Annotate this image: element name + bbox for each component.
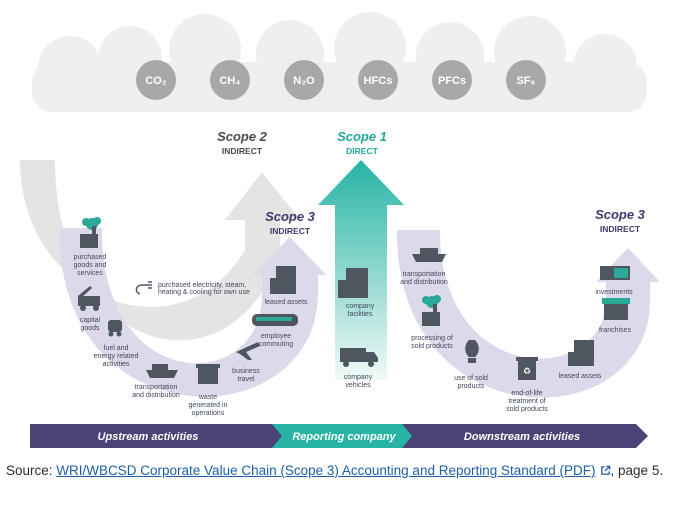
- label-fuel-2: energy related: [94, 353, 139, 360]
- storefront-icon: [602, 298, 630, 320]
- label-down-transport-2: and distribution: [400, 279, 448, 286]
- source-link[interactable]: WRI/WBCSD Corporate Value Chain (Scope 3…: [56, 463, 596, 478]
- ship-downstream-icon: [412, 248, 446, 262]
- company-truck-icon: [340, 348, 378, 367]
- svg-text:CO₂: CO₂: [145, 75, 167, 87]
- label-purchased-goods-3: services: [77, 270, 103, 277]
- scope1-title: Scope 1: [337, 129, 387, 144]
- gas-ch4: CH₄: [210, 60, 250, 100]
- label-up-transport-2: and distribution: [132, 392, 180, 399]
- caption-prefix: Source:: [6, 463, 57, 478]
- dumpster-icon: [196, 364, 220, 384]
- bar-upstream-label: Upstream activities: [98, 431, 199, 443]
- label-eol-3: sold products: [506, 406, 548, 413]
- building-icon: [270, 266, 296, 294]
- svg-text:PFCs: PFCs: [438, 75, 466, 87]
- airplane-icon: [236, 342, 260, 360]
- label-electricity-1: purchased electricity, steam,: [158, 282, 246, 289]
- label-business-travel-2: travel: [237, 376, 255, 383]
- label-fuel-1: fuel and: [104, 345, 129, 352]
- label-waste-3: operations: [192, 410, 225, 417]
- gas-co2: CO₂: [136, 60, 176, 100]
- scope2-title: Scope 2: [217, 129, 268, 144]
- caption-suffix: , page 5.: [610, 463, 664, 478]
- gas-hfcs: HFCs: [358, 60, 398, 100]
- scope1-sub: DIRECT: [346, 146, 378, 156]
- label-franchises: franchises: [599, 327, 631, 334]
- scope3-down-sub: INDIRECT: [600, 224, 641, 234]
- cloud-band: [32, 12, 647, 112]
- label-processing-1: processing of: [411, 335, 453, 342]
- ship-icon: [146, 364, 178, 378]
- label-facilities-1: company: [346, 303, 375, 310]
- factory-downstream-icon: [422, 295, 441, 326]
- fuel-cart-icon: [108, 320, 122, 337]
- gas-circles: CO₂ CH₄ N₂O HFCs PFCs SF₆: [136, 60, 546, 100]
- svg-text:CH₄: CH₄: [219, 75, 240, 87]
- bar-reporting-label: Reporting company: [292, 431, 396, 443]
- source-caption: Source: WRI/WBCSD Corporate Value Chain …: [6, 463, 663, 478]
- label-capital-goods-2: goods: [80, 325, 100, 332]
- label-up-transport-1: transportation: [135, 384, 178, 391]
- truck-crane-icon: [78, 286, 100, 311]
- value-chain-diagram: CO₂ CH₄ N₂O HFCs PFCs SF₆ Scope 2 INDIRE…: [20, 12, 660, 448]
- svg-text:HFCs: HFCs: [364, 75, 393, 87]
- svg-text:♻: ♻: [523, 366, 531, 376]
- svg-text:N₂O: N₂O: [293, 75, 315, 87]
- downstream-loop: [396, 230, 660, 398]
- bar-downstream-label: Downstream activities: [464, 431, 580, 443]
- label-down-transport-1: transportation: [403, 271, 446, 278]
- label-down-leased: leased assets: [559, 373, 602, 380]
- label-processing-2: sold products: [411, 343, 453, 350]
- label-waste-2: generated in: [189, 402, 228, 409]
- money-icon: [600, 266, 630, 280]
- label-eol-2: treatment of: [508, 398, 545, 405]
- external-link-icon[interactable]: [600, 465, 611, 476]
- label-facilities-2: facilities: [348, 311, 373, 318]
- label-electricity-2: heating & cooling for own use: [158, 289, 250, 296]
- label-commuting-2: commuting: [259, 341, 293, 348]
- building-downstream-icon: [568, 340, 594, 366]
- gas-n2o: N₂O: [284, 60, 324, 100]
- company-building-icon: [338, 268, 368, 298]
- label-use-1: use of sold: [454, 375, 488, 382]
- gas-sf6: SF₆: [506, 60, 546, 100]
- scope2-arrow: [20, 160, 300, 341]
- activities-bar: Upstream activities Reporting company Do…: [30, 424, 648, 448]
- label-use-2: products: [458, 383, 485, 390]
- train-icon: [252, 314, 298, 326]
- label-vehicles-1: company: [344, 374, 373, 381]
- label-waste-1: waste: [198, 394, 217, 401]
- lightbulb-icon: [465, 340, 479, 363]
- label-business-travel-1: business: [232, 368, 260, 375]
- gas-pfcs: PFCs: [432, 60, 472, 100]
- recycle-bin-icon: ♻: [516, 357, 538, 380]
- label-purchased-goods-1: purchased: [74, 254, 107, 261]
- label-investments: investments: [595, 289, 633, 296]
- factory-icon: [80, 217, 101, 248]
- scope3-up-sub: INDIRECT: [270, 226, 311, 236]
- label-commuting-1: employee: [261, 333, 291, 340]
- label-vehicles-2: vehicles: [345, 382, 371, 389]
- label-eol-1: end-of-life: [511, 390, 542, 397]
- label-purchased-goods-2: goods and: [74, 262, 107, 269]
- scope3-down-title: Scope 3: [595, 207, 646, 222]
- plug-icon: [135, 281, 152, 295]
- upstream-loop: [59, 228, 326, 397]
- label-capital-goods-1: capital: [80, 317, 101, 324]
- svg-text:SF₆: SF₆: [516, 75, 535, 87]
- scope2-sub: INDIRECT: [222, 146, 263, 156]
- scope3-up-title: Scope 3: [265, 209, 316, 224]
- label-fuel-3: activities: [103, 361, 130, 368]
- label-up-leased: leased assets: [265, 299, 308, 306]
